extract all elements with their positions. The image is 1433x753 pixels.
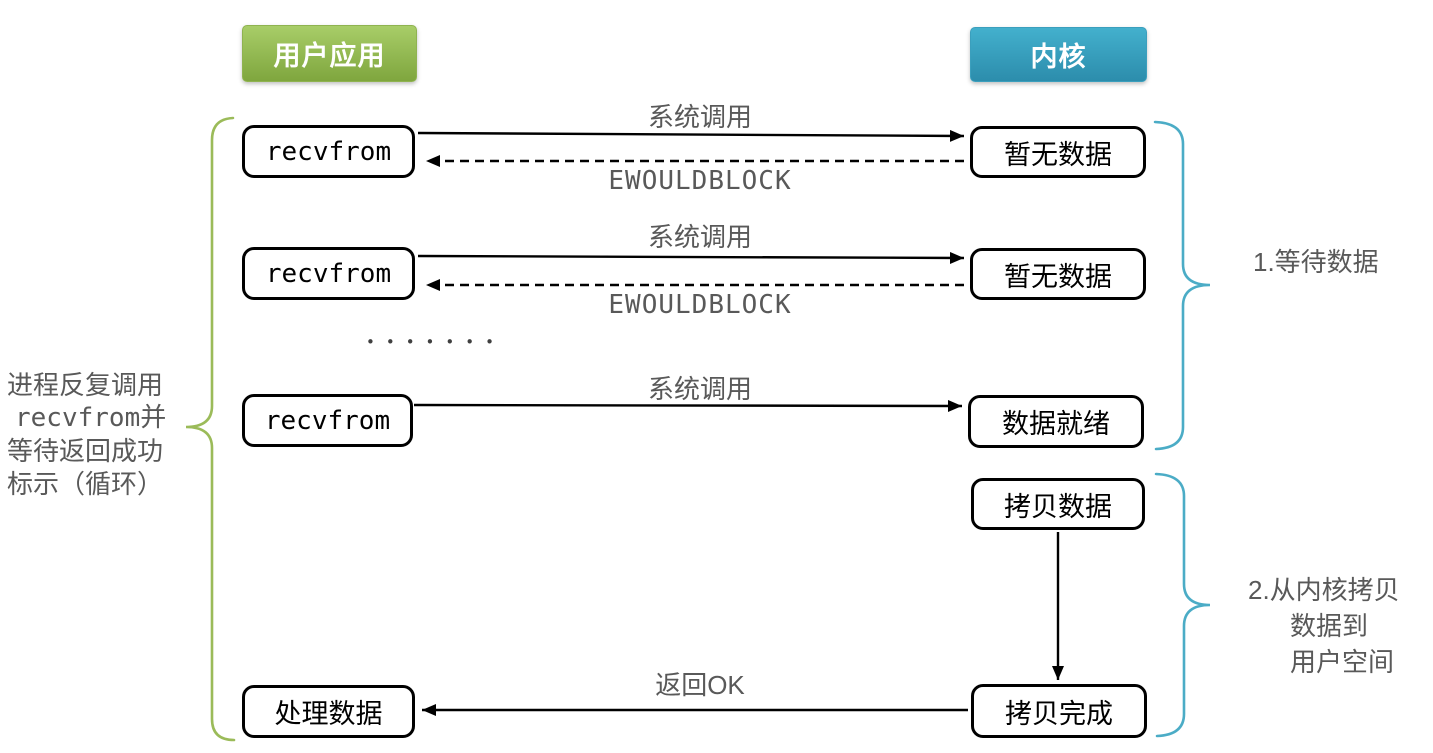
node-copy-data: 拷贝数据 [971, 478, 1145, 530]
annotation-copy-line3: 用户空间 [1290, 647, 1395, 677]
ellipsis-dots: ••••••• [366, 333, 505, 351]
node-recvfrom-2: recvfrom [242, 247, 415, 300]
node-recvfrom-3: recvfrom [242, 394, 413, 447]
left-annotation: 进程反复调用 recvfrom并 等待返回成功 标示（循环） [7, 369, 203, 501]
label-ewouldblock-2: EWOULDBLOCK [608, 290, 792, 320]
label-return-ok: 返回OK [655, 670, 745, 700]
annotation-copy-line2: 数据到 [1290, 611, 1369, 641]
arrow-syscall-3 [413, 399, 963, 412]
annotation-copy-data: 2.从内核拷贝 数据到 用户空间 [1248, 572, 1400, 680]
left-annotation-line4: 标示（循环） [7, 469, 164, 499]
arrow-syscall-2 [417, 251, 965, 264]
node-copy-done: 拷贝完成 [971, 684, 1147, 738]
label-syscall-2: 系统调用 [647, 222, 752, 252]
label-ewouldblock-1: EWOULDBLOCK [608, 166, 792, 196]
node-process-data: 处理数据 [242, 685, 415, 738]
node-data-ready: 数据就绪 [968, 395, 1144, 448]
left-annotation-line3: 等待返回成功 [7, 436, 164, 466]
node-no-data-1: 暂无数据 [970, 126, 1146, 178]
brace-copy-data [1154, 472, 1211, 738]
left-annotation-line2: recvfrom并 [15, 403, 167, 433]
kernel-header: 内核 [970, 27, 1147, 82]
label-syscall-3: 系统调用 [647, 374, 752, 404]
left-annotation-line1: 进程反复调用 [7, 370, 164, 400]
brace-wait-data [1153, 120, 1211, 451]
annotation-copy-line1: 2.从内核拷贝 [1248, 575, 1400, 605]
user-app-header: 用户应用 [242, 25, 417, 82]
arrow-syscall-1 [417, 129, 965, 142]
label-syscall-1: 系统调用 [647, 102, 752, 132]
node-no-data-2: 暂无数据 [970, 248, 1146, 300]
node-recvfrom-1: recvfrom [242, 125, 415, 178]
annotation-wait-data: 1.等待数据 [1253, 247, 1379, 277]
